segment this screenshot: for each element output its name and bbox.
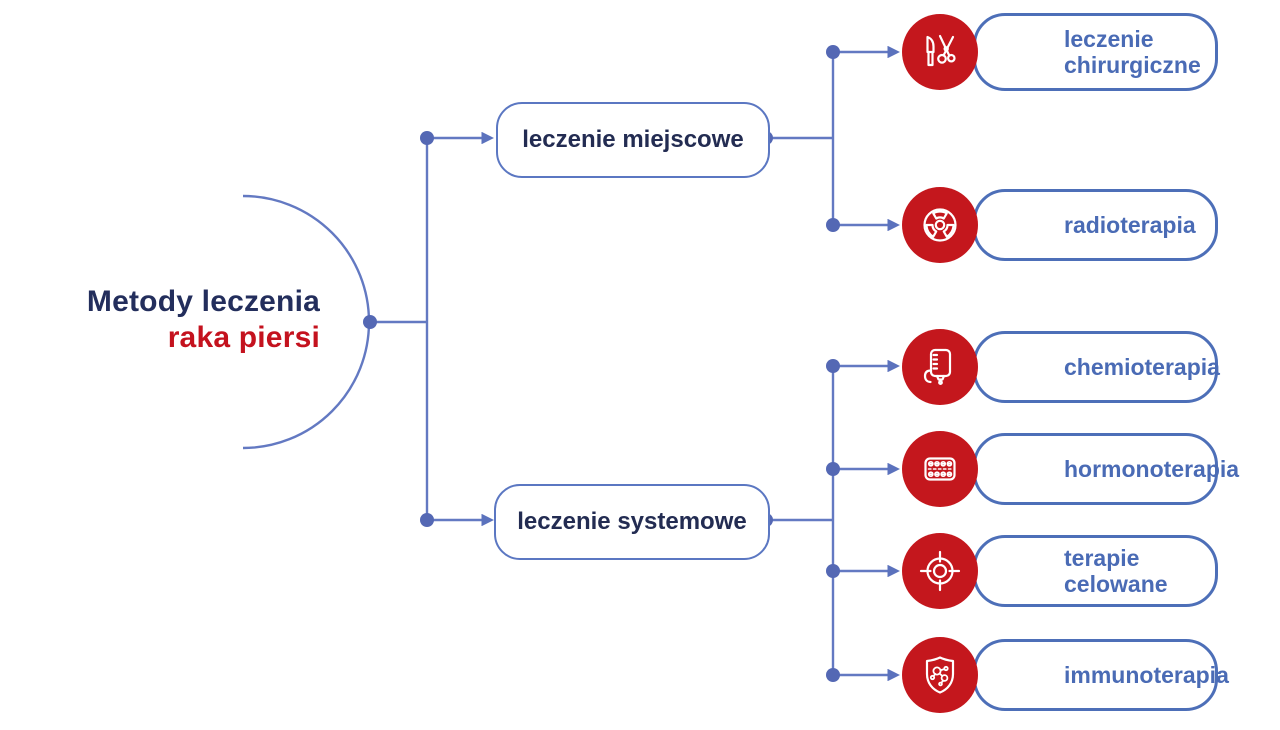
leaf-box: hormonoterapia (973, 433, 1239, 505)
iv-drip-bag-icon (902, 329, 978, 405)
branch-node-local-treatment: leczenie miejscowe (496, 102, 770, 178)
shield-molecules-icon (902, 637, 978, 713)
leaf-node-targeted-therapy: terapie celowane (902, 531, 1218, 611)
surgical-scalpel-scissors-icon (902, 14, 978, 90)
pill-blister-icon (902, 431, 978, 507)
leaf-label: immunoterapia (1064, 661, 1229, 688)
branch-label: leczenie systemowe (517, 508, 747, 535)
leaf-label: leczenie chirurgiczne (1064, 25, 1201, 78)
leaf-node-radiotherapy: radioterapia (902, 185, 1218, 265)
leaf-node-surgical-treatment: leczenie chirurgiczne (902, 12, 1218, 92)
leaf-label: terapie celowane (1064, 544, 1168, 597)
leaf-box: terapie celowane (973, 535, 1218, 607)
leaf-box: radioterapia (973, 189, 1218, 261)
branch-label: leczenie miejscowe (522, 126, 744, 153)
leaf-node-hormone-therapy: hormonoterapia (902, 429, 1239, 509)
leaf-box: leczenie chirurgiczne (973, 13, 1218, 91)
leaf-box: chemioterapia (973, 331, 1220, 403)
diagram-title: Metody leczenia raka piersi (30, 284, 320, 356)
radiation-icon (902, 187, 978, 263)
title-line-1: Metody leczenia (86, 285, 320, 318)
leaf-box: immunoterapia (973, 639, 1229, 711)
target-crosshair-icon (902, 533, 978, 609)
leaf-label: radioterapia (1064, 211, 1196, 238)
leaf-node-chemotherapy: chemioterapia (902, 327, 1220, 407)
leaf-node-immunotherapy: immunoterapia (902, 635, 1229, 715)
leaf-label: chemioterapia (1064, 353, 1220, 380)
title-line-2: raka piersi (167, 321, 320, 354)
leaf-label: hormonoterapia (1064, 455, 1240, 482)
branch-node-systemic-treatment: leczenie systemowe (494, 484, 770, 560)
